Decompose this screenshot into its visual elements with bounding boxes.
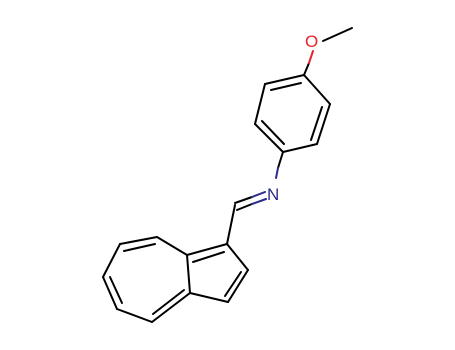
bond-methyl: [322, 27, 353, 42]
bond-imine-b-n-half: [251, 198, 267, 205]
bond-az7-1: [156, 236, 188, 256]
bond-ch-azulene: [226, 204, 236, 245]
bond-az7-3: [102, 243, 121, 278]
bond-benz-6-inner: [270, 82, 302, 91]
bond-az5-5: [186, 243, 228, 256]
bond-az5-2-inner: [224, 271, 242, 297]
bond-az7-6: [151, 292, 191, 323]
bond-benz-1: [303, 74, 331, 105]
bond-az5-1: [226, 243, 249, 271]
bond-az7-4: [102, 276, 118, 310]
bond-az5-5-inner: [192, 251, 225, 263]
bond-az7-5: [116, 308, 153, 323]
bond-benz-5: [254, 83, 266, 125]
bond-az7-2-inner: [123, 243, 156, 252]
bond-benz-6: [264, 74, 305, 85]
bond-imine-b: [236, 203, 253, 211]
bond-benz-4-inner: [261, 120, 285, 145]
bond-az5-3: [189, 292, 229, 303]
bond-az5-2: [227, 269, 249, 303]
bond-o-ring-o-half: [308, 50, 314, 64]
bond-ring-n-n-half: [275, 167, 279, 179]
bond-imine-a: [234, 196, 253, 204]
bond-benz-2: [316, 103, 331, 145]
bond-benz-2-inner: [310, 106, 323, 141]
bond-az5-4: [186, 254, 191, 294]
bond-benz-3: [282, 143, 318, 153]
bond-imine-a-n-half: [251, 191, 266, 198]
bond-az7-6-inner: [152, 289, 185, 315]
bond-az7-4-inner: [109, 276, 123, 304]
bond-benz-4: [254, 123, 284, 153]
atom-label-oxygen: O: [305, 32, 318, 51]
bond-o-ring: [303, 62, 310, 76]
bond-ring-n: [277, 151, 284, 169]
bond-az7-2: [119, 236, 158, 245]
atom-label-nitrogen: N: [267, 185, 279, 204]
